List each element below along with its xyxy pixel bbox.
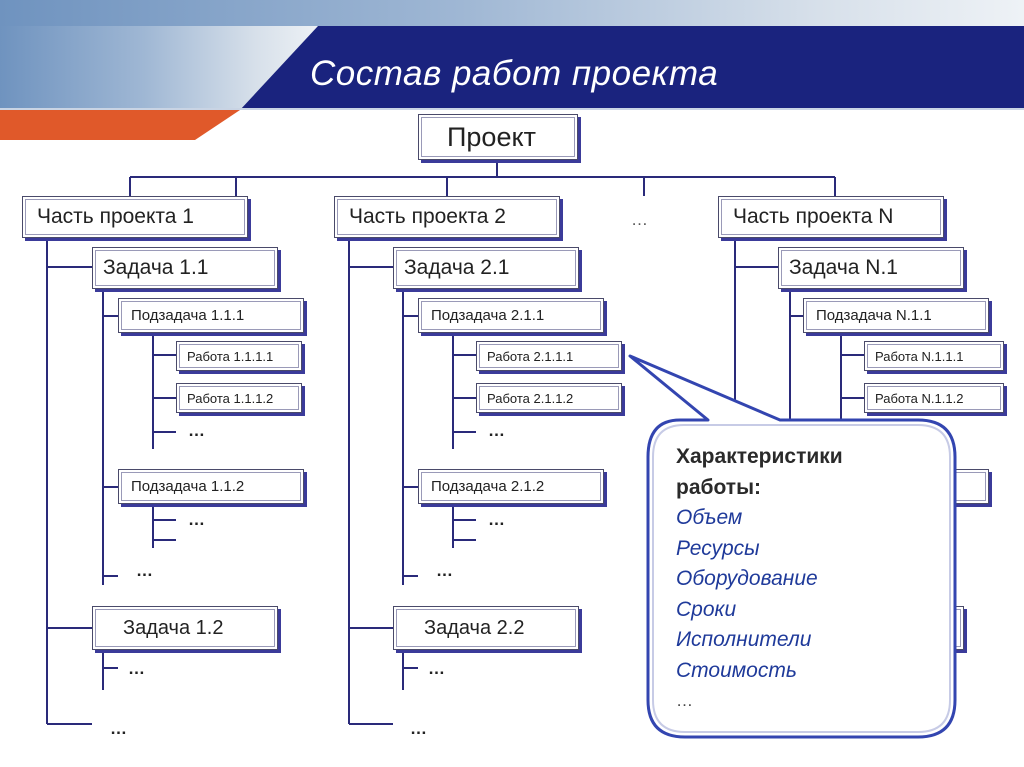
tasks-ellipsis-2: … (410, 719, 427, 738)
work-label-n-1-1-2: Работа N.1.1.2 (875, 390, 964, 406)
task-label-2-1: Задача 2.1 (404, 256, 510, 279)
part-box-1: Часть проекта 1 (22, 196, 248, 238)
works-ellipsis-2-1-1: … (488, 421, 505, 440)
work-box-2-1-1-2: Работа 2.1.1.2 (476, 383, 622, 413)
callout-content: Характеристики работы: Объем Ресурсы Обо… (676, 442, 843, 717)
project-root-label: Проект (447, 121, 536, 152)
subtask-label-1-1-1: Подзадача 1.1.1 (131, 307, 245, 324)
subtasks-ellipsis-1-2: … (128, 659, 145, 678)
subtasks-ellipsis-2-2: … (428, 659, 445, 678)
work-label-2-1-1-2: Работа 2.1.1.2 (487, 390, 574, 406)
callout-item: Стоимость (676, 658, 797, 682)
part-box-2: Часть проекта 2 (334, 196, 560, 238)
subtask-label-2-1-1: Подзадача 2.1.1 (431, 307, 545, 324)
part-label-2: Часть проекта 2 (349, 205, 506, 228)
subtask-box-2-1-1: Подзадача 2.1.1 (418, 298, 604, 333)
project-root-box: Проект (418, 114, 578, 160)
task-box-n-1: Задача N.1 (778, 247, 964, 289)
work-box-n-1-1-1: Работа N.1.1.1 (864, 341, 1004, 371)
part-box-n: Часть проекта N (718, 196, 944, 238)
task-label-1-1: Задача 1.1 (103, 256, 209, 279)
callout-item: Объем (676, 506, 743, 529)
works-ellipsis-1-1-2: … (188, 510, 205, 529)
task-box-1-2: Задача 1.2 (92, 606, 278, 650)
callout-item: Оборудование (676, 567, 818, 590)
work-label-2-1-1-1: Работа 2.1.1.1 (487, 348, 574, 364)
title-banner (0, 0, 1024, 140)
task-box-2-2: Задача 2.2 (393, 606, 579, 650)
work-label-n-1-1-1: Работа N.1.1.1 (875, 348, 964, 364)
parts-ellipsis: … (631, 210, 648, 229)
slide-title: Состав работ проекта (310, 54, 719, 93)
works-ellipsis-2-1-2: … (488, 510, 505, 529)
task-box-2-1: Задача 2.1 (393, 247, 579, 289)
subtask-label-2-1-2: Подзадача 2.1.2 (431, 478, 545, 495)
tasks-ellipsis-1: … (110, 719, 127, 738)
callout-heading-line2: работы: (676, 475, 761, 499)
work-box-1-1-1-1: Работа 1.1.1.1 (176, 341, 302, 371)
work-label-1-1-1-2: Работа 1.1.1.2 (187, 390, 274, 406)
subtasks-ellipsis-1-1: … (136, 561, 153, 580)
task-label-2-2: Задача 2.2 (424, 616, 525, 639)
work-box-2-1-1-1: Работа 2.1.1.1 (476, 341, 622, 371)
callout-item: Ресурсы (676, 536, 760, 560)
task-label-n-1: Задача N.1 (789, 256, 898, 279)
work-box-n-1-1-2: Работа N.1.1.2 (864, 383, 1004, 413)
subtask-label-1-1-2: Подзадача 1.1.2 (131, 478, 245, 495)
subtask-box-1-1-2: Подзадача 1.1.2 (118, 469, 304, 504)
part-label-1: Часть проекта 1 (37, 205, 194, 228)
subtasks-ellipsis-2-1: … (436, 561, 453, 580)
task-box-1-1: Задача 1.1 (92, 247, 278, 289)
works-ellipsis-1-1-1: … (188, 421, 205, 440)
work-box-1-1-1-2: Работа 1.1.1.2 (176, 383, 302, 413)
part-label-n: Часть проекта N (733, 205, 894, 228)
callout-item: Сроки (676, 597, 737, 621)
subtask-box-1-1-1: Подзадача 1.1.1 (118, 298, 304, 333)
subtask-box-n-1-1: Подзадача N.1.1 (803, 298, 989, 333)
task-label-1-2: Задача 1.2 (123, 616, 224, 639)
subtask-label-n-1-1: Подзадача N.1.1 (816, 307, 932, 324)
callout-item: Исполнители (676, 628, 812, 651)
callout-more: … (676, 691, 693, 710)
work-label-1-1-1-1: Работа 1.1.1.1 (187, 348, 274, 364)
callout-heading-line1: Характеристики (676, 445, 843, 468)
subtask-box-2-1-2: Подзадача 2.1.2 (418, 469, 604, 504)
